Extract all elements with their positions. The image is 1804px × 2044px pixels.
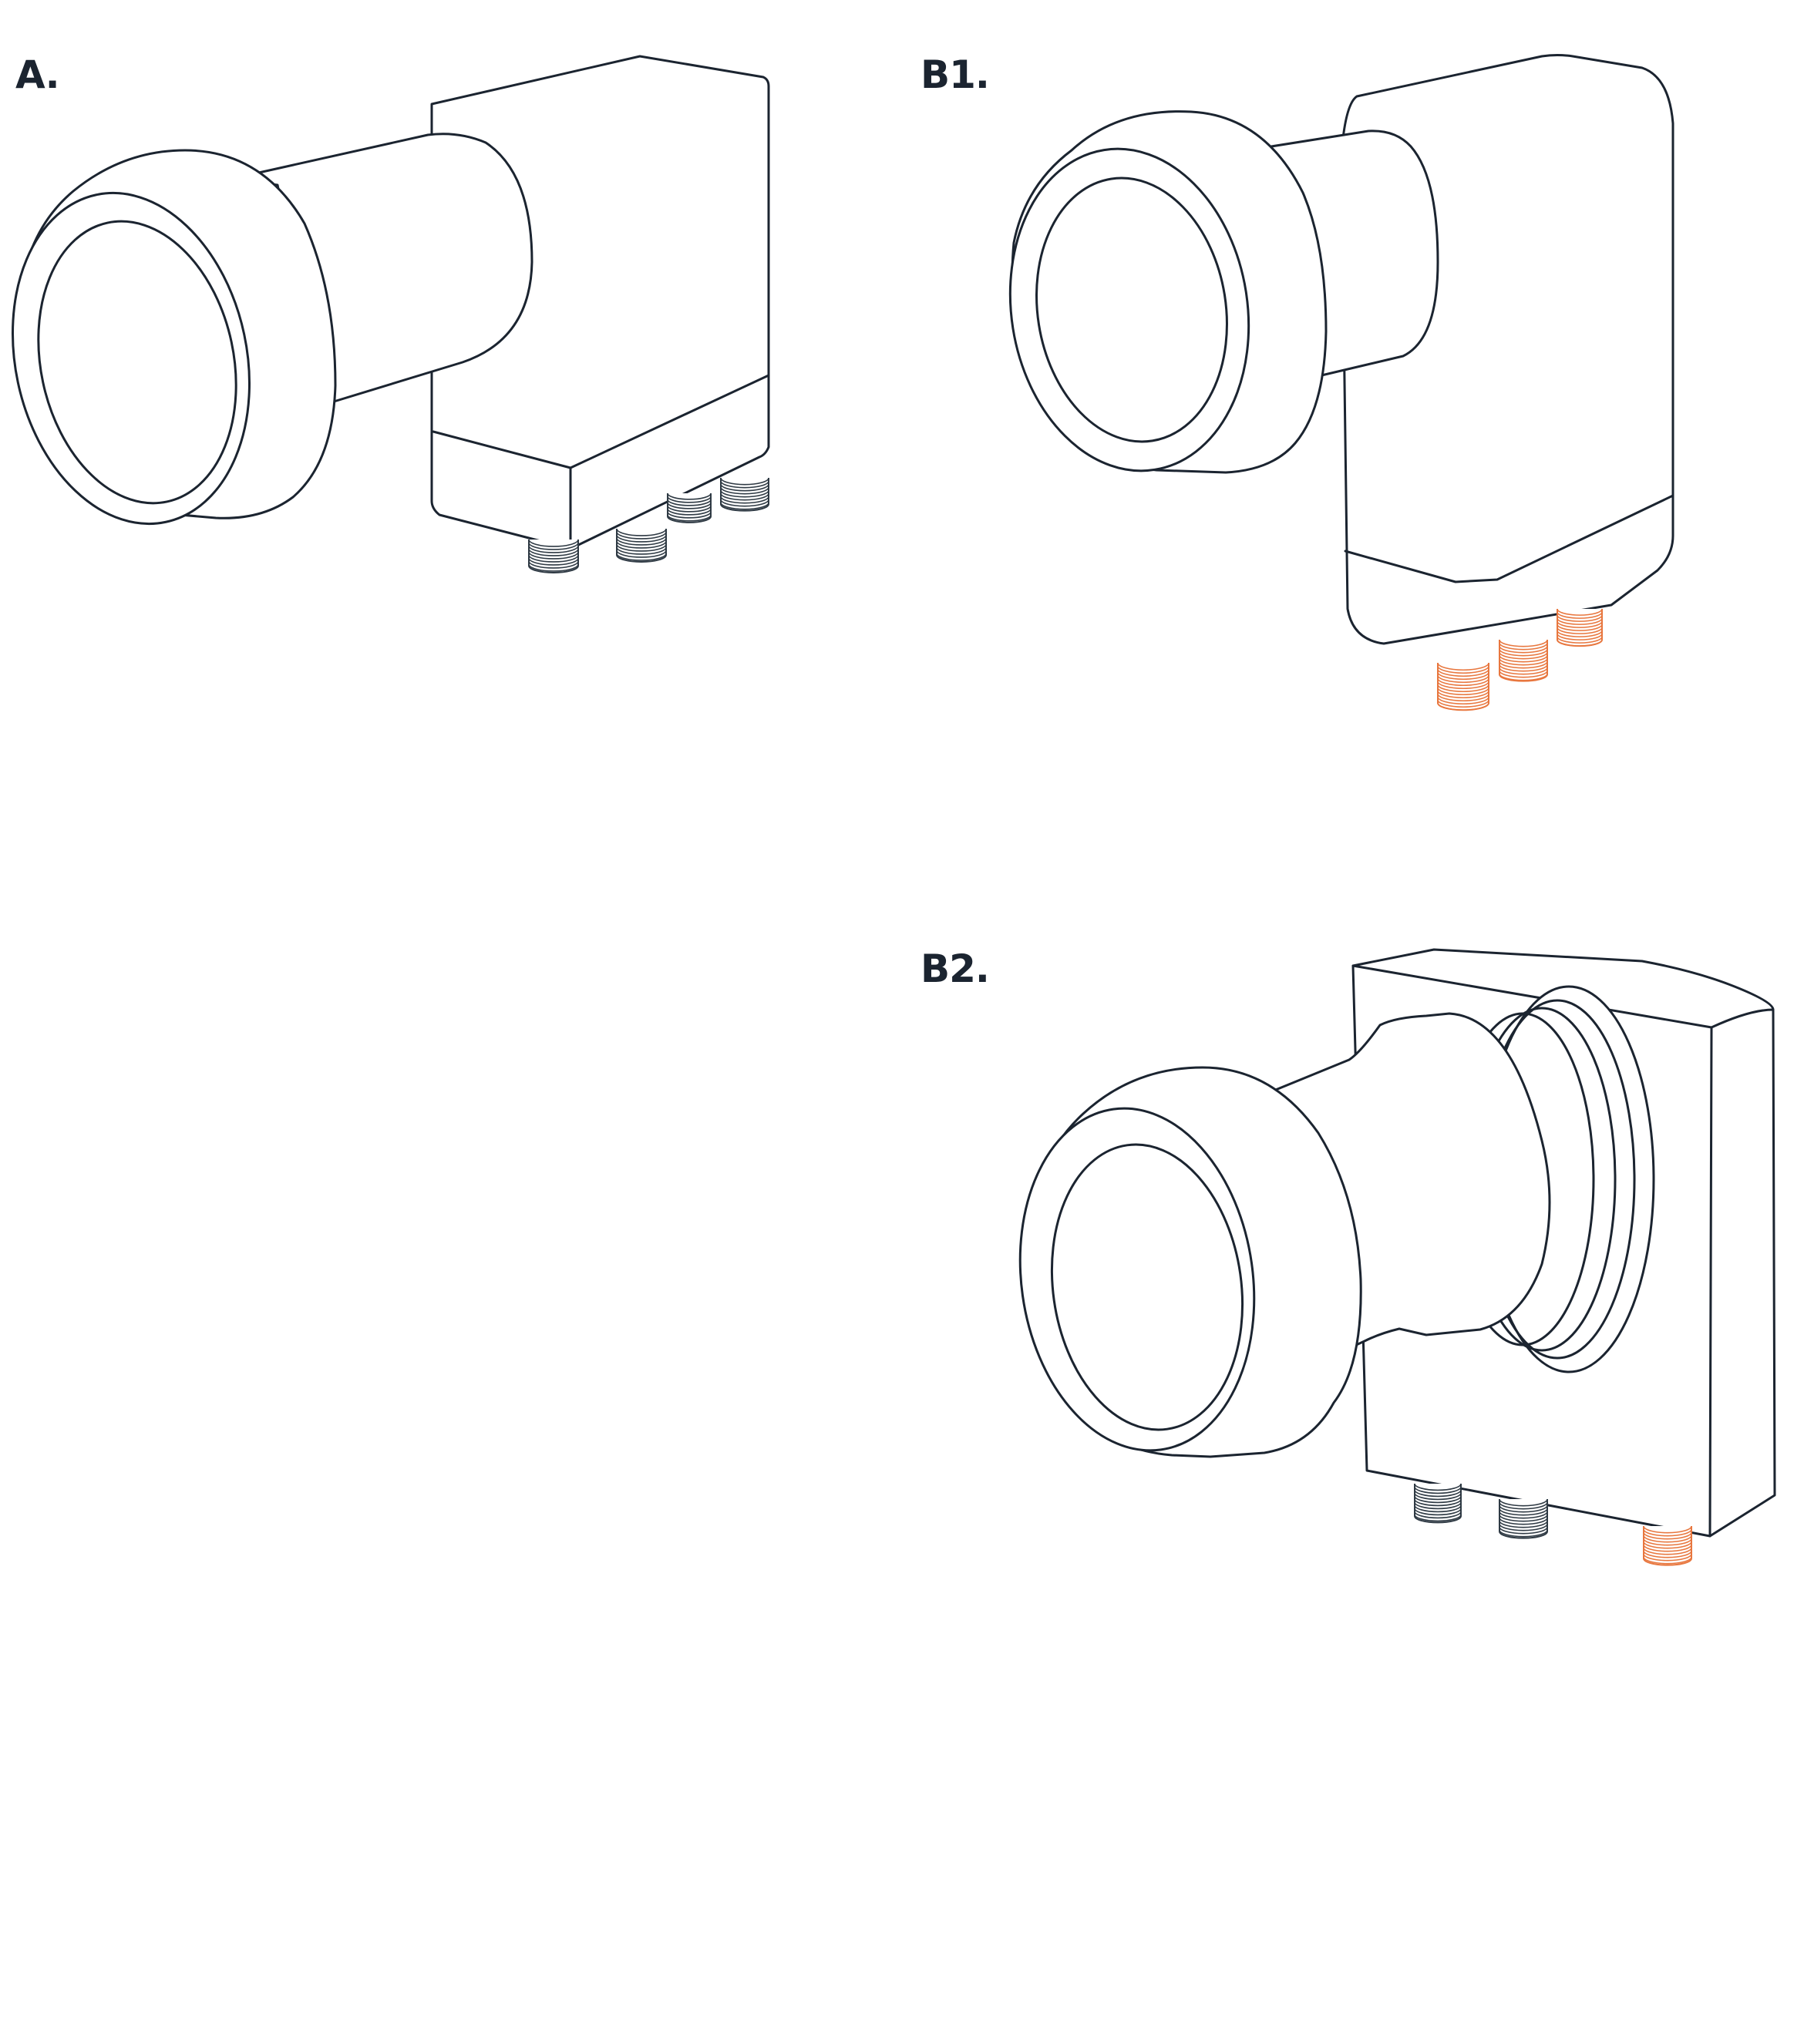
connector-b1-3 [1557, 608, 1603, 647]
lnb-a-connectors [528, 477, 769, 573]
lnb-b1-connectors [1437, 608, 1603, 711]
figure-label-b2: B2. [921, 946, 990, 991]
connector-b2-3 [1643, 1525, 1692, 1566]
lnb-b2-connectors [1414, 1483, 1692, 1566]
connector-b1-1 [1437, 662, 1489, 711]
connector-b1-2 [1499, 639, 1548, 682]
lnb-a-feedhorn [11, 149, 337, 526]
connector-b2-2 [1499, 1498, 1548, 1539]
connector-a-2 [616, 528, 667, 563]
lnb-b2-feedhorn [1018, 1066, 1362, 1458]
figure-label-b1: B1. [921, 52, 990, 97]
connector-a-4 [720, 477, 769, 512]
connector-a-1 [528, 539, 579, 573]
connector-b2-1 [1414, 1483, 1462, 1524]
lnb-b1-feedhorn [1008, 110, 1328, 474]
figure-label-a: A. [15, 52, 60, 97]
connector-a-3 [667, 493, 712, 523]
lnb-a-neck [230, 133, 533, 406]
